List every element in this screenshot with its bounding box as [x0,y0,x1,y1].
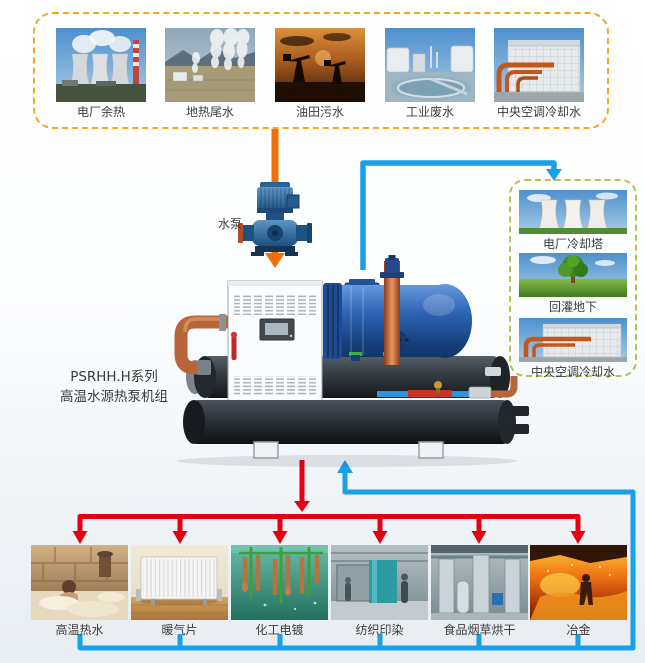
discharge-item: 回灌地下 [519,253,627,315]
heat-source-item: 地热尾水 [163,28,257,120]
application-label: 食品烟草烘干 [443,623,516,637]
metallurgy-photo [530,545,627,620]
discharge-label: 回灌地下 [548,300,597,314]
discharge-flow-line [360,160,562,270]
high-temp-hot-water-photo [31,545,128,620]
central-ac-cooling-water-photo [519,318,627,362]
textile-printing-dyeing-photo [331,545,428,620]
application-item: 纺织印染 [331,545,428,638]
heat-pump-unit-illustration [155,255,533,470]
heat-source-item: 油田污水 [273,28,367,120]
oilfield-wastewater-photo [275,28,365,102]
application-label: 冶金 [566,623,591,637]
application-item: 食品烟草烘干 [431,545,528,638]
machine-series-line1: PSRHH.H系列 [70,369,158,385]
industrial-wastewater-photo [385,28,475,102]
food-tobacco-drying-photo [431,545,528,620]
supply-flow-arrows [72,460,586,544]
geothermal-tail-water-photo [165,28,255,102]
discharge-label: 电厂冷却塔 [542,237,603,251]
application-label: 暖气片 [161,623,198,637]
power-plant-cooling-tower-photo [519,190,627,234]
discharge-item: 中央空调冷却水 [519,318,627,380]
discharge-paths-box: 电厂冷却塔 回灌地下 [509,179,637,380]
heat-source-item: 工业废水 [383,28,477,120]
discharge-item: 电厂冷却塔 [519,190,627,252]
pump-label: 水泵 [217,217,242,231]
application-item: 高温热水 [31,545,128,638]
return-flow-line [77,460,636,651]
heat-source-item: 电厂余热 [54,28,148,120]
heat-source-item: 中央空调冷却水 [492,28,586,120]
heat-sources-box: 电厂余热 地热尾水 [33,12,609,129]
heat-source-label: 工业废水 [405,105,454,119]
machine-series-title: PSRHH.H系列 高温水源热泵机组 [30,367,198,408]
radiator-heating-photo [131,545,228,620]
application-label: 纺织印染 [355,623,404,637]
application-label: 化工电镀 [255,623,304,637]
discharge-label: 中央空调冷却水 [530,365,615,379]
application-item: 暖气片 [131,545,228,638]
application-item: 冶金 [530,545,627,638]
heat-source-label: 地热尾水 [185,105,234,119]
chemical-electroplating-photo [231,545,328,620]
power-plant-waste-heat-photo [56,28,146,102]
application-item: 化工电镀 [231,545,328,638]
heat-source-label: 油田污水 [295,105,344,119]
heat-source-label: 中央空调冷却水 [496,105,581,119]
machine-series-line2: 高温水源热泵机组 [60,389,168,406]
water-pump-illustration [238,178,312,256]
application-label: 高温热水 [55,623,104,637]
heat-source-label: 电厂余热 [76,105,125,119]
central-ac-cooling-water-photo [494,28,584,102]
ground-reinjection-tree-photo [519,253,627,297]
